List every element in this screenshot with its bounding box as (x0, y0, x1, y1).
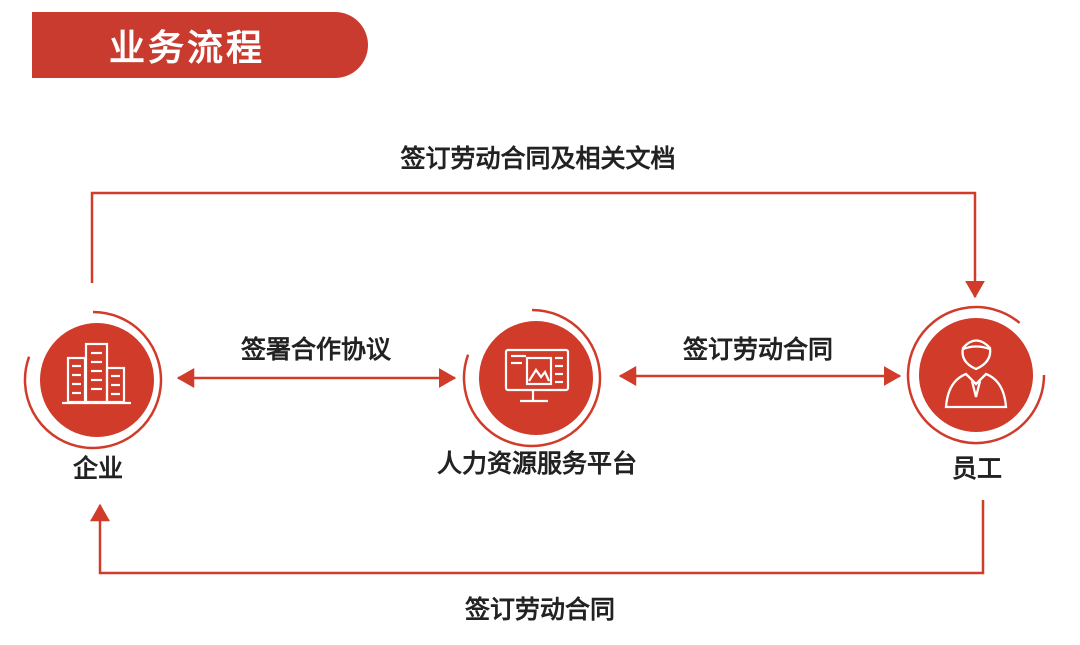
node-enterprise-label: 企业 (72, 454, 124, 483)
node-platform-label: 人力资源服务平台 (436, 449, 638, 478)
office-buildings-icon (62, 342, 131, 405)
edge-bottom-label: 签订劳动合同 (464, 595, 616, 624)
monitor-dashboard-icon (504, 348, 570, 403)
edge-top-label: 签订劳动合同及相关文档 (400, 144, 676, 173)
node-enterprise (23, 310, 163, 450)
node-enterprise-ring (23, 310, 163, 450)
node-employee-label: 员工 (951, 454, 1003, 483)
node-platform-ring (462, 308, 602, 448)
title-banner: 业务流程 (32, 12, 368, 78)
edge-bottom-line (90, 500, 985, 575)
node-employee-ring (906, 305, 1046, 445)
employee-person-icon (944, 339, 1008, 409)
node-employee (906, 305, 1046, 445)
page-title: 业务流程 (108, 28, 265, 69)
node-platform (462, 308, 602, 448)
node-platform-circle (479, 321, 593, 435)
edge-top-line (90, 191, 985, 299)
edge-left-label: 签署合作协议 (240, 335, 392, 364)
node-employee-circle (919, 318, 1033, 432)
edge-right-label: 签订劳动合同 (682, 335, 834, 364)
